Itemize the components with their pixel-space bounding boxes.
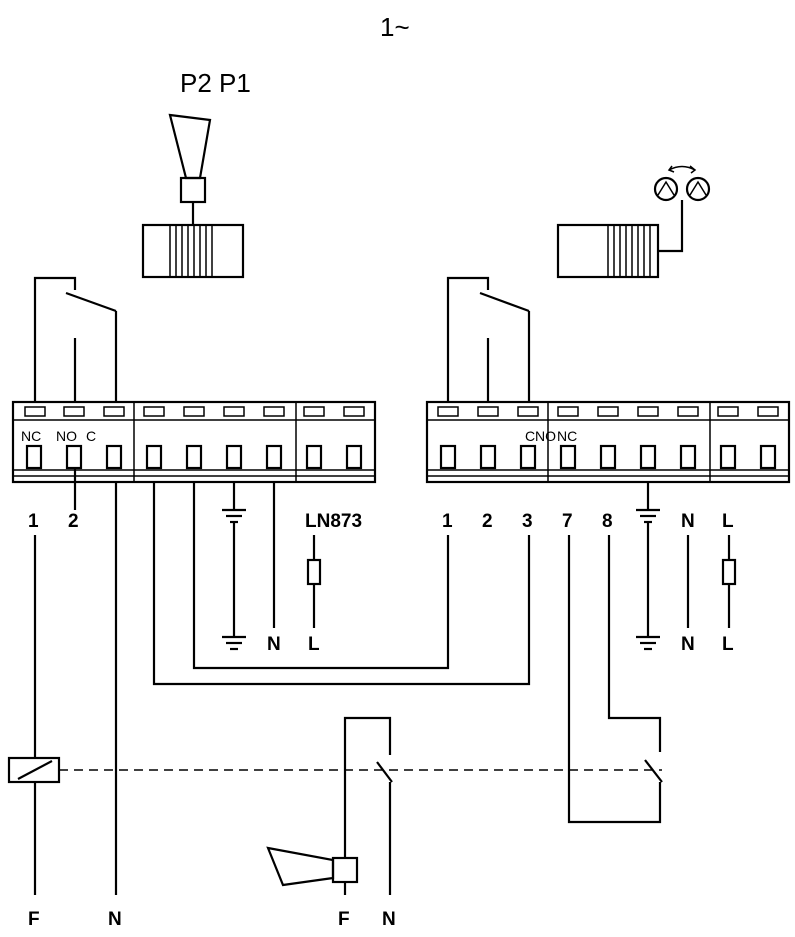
horn-icon <box>266 846 359 887</box>
left-terminal-numbers: 1 2 LN873 <box>28 511 362 532</box>
terminal-number: 1 <box>28 511 39 532</box>
supply-label-l: L <box>308 634 320 655</box>
terminal-number: LN873 <box>305 511 362 532</box>
left-relay-contact <box>33 276 118 402</box>
contact-label-no: NO <box>56 428 77 444</box>
terminal-number: 8 <box>602 511 613 532</box>
horn-label-f: F <box>338 909 350 930</box>
horn-circuit <box>266 716 393 895</box>
interconnect-wiring <box>73 468 531 686</box>
contact-label-no: NO <box>535 428 556 444</box>
contact-label-c: C <box>525 428 535 444</box>
coil-label-f: F <box>28 909 40 930</box>
terminal-number: L <box>722 511 734 532</box>
right-terminal-block: C NO NC <box>425 400 791 484</box>
supply-label-l: L <box>722 634 734 655</box>
terminal-number: 2 <box>482 511 493 532</box>
probe-label: P2 P1 <box>180 68 251 98</box>
terminal-number: 2 <box>68 511 79 532</box>
pump-module-icon <box>556 200 684 279</box>
right-relay-contact <box>446 276 531 402</box>
coil-label-n: N <box>108 909 122 930</box>
terminal-number: 7 <box>562 511 573 532</box>
contact-label-nc: NC <box>21 428 41 444</box>
bottom-labels: F N F N <box>28 909 396 930</box>
right-terminal-numbers: 1 2 3 7 8 N L <box>442 511 734 532</box>
ground-icon <box>636 482 660 651</box>
terminal-number: 3 <box>522 511 533 532</box>
fuse-icon <box>306 558 322 586</box>
fuse-icon <box>721 558 737 586</box>
horn-label-n: N <box>382 909 396 930</box>
phase-label: 1~ <box>380 12 410 42</box>
left-terminal-block: NC NO C <box>11 400 377 484</box>
left-supply-wiring: N L <box>267 482 322 655</box>
contact-label-nc: NC <box>557 428 577 444</box>
alarm-contact-circuit <box>567 535 663 824</box>
contact-label-c: C <box>86 428 96 444</box>
relay-coil-circuit <box>7 482 662 895</box>
level-probe-icon <box>141 113 245 279</box>
terminal-number: N <box>681 511 695 532</box>
terminal-number: 1 <box>442 511 453 532</box>
right-supply-wiring: N L <box>681 535 737 655</box>
ground-icon <box>222 482 246 651</box>
twin-pump-icon <box>653 165 711 202</box>
supply-label-n: N <box>681 634 695 655</box>
supply-label-n: N <box>267 634 281 655</box>
